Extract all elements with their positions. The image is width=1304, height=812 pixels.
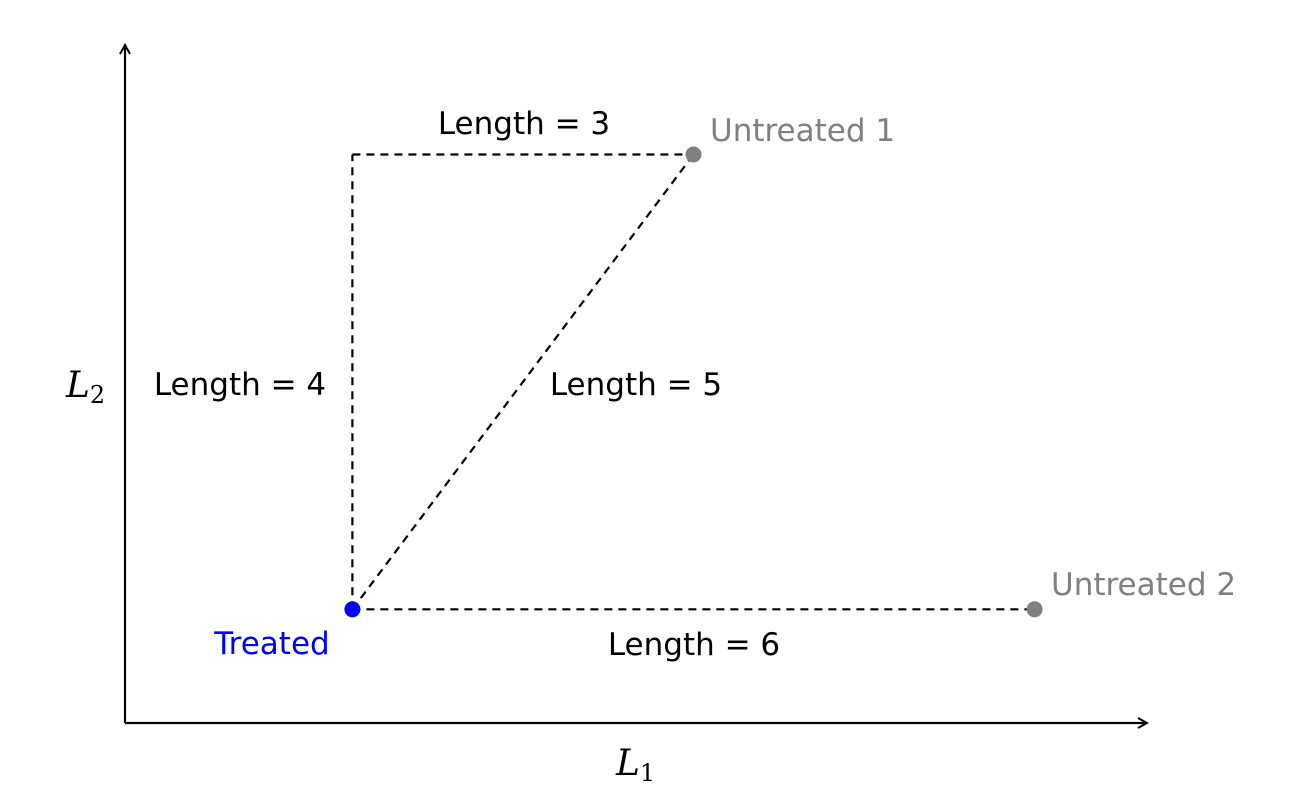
y-axis-label: L2 [65, 365, 105, 409]
point-label-untreated2: Untreated 2 [1051, 567, 1236, 603]
segment-label-horizontal-bottom: Length = 6 [608, 627, 780, 663]
dashed-segment-diagonal [351, 153, 695, 610]
point-untreated2 [1026, 601, 1043, 618]
segment-label-vertical: Length = 4 [154, 367, 326, 403]
segment-label-diagonal: Length = 5 [550, 367, 722, 403]
point-treated [344, 601, 361, 618]
point-label-treated: Treated [213, 626, 329, 662]
point-untreated1 [685, 146, 702, 163]
point-label-untreated1: Untreated 1 [710, 113, 895, 149]
x-axis-label: L1 [615, 743, 655, 787]
segment-label-horizontal-top: Length = 3 [438, 106, 610, 142]
